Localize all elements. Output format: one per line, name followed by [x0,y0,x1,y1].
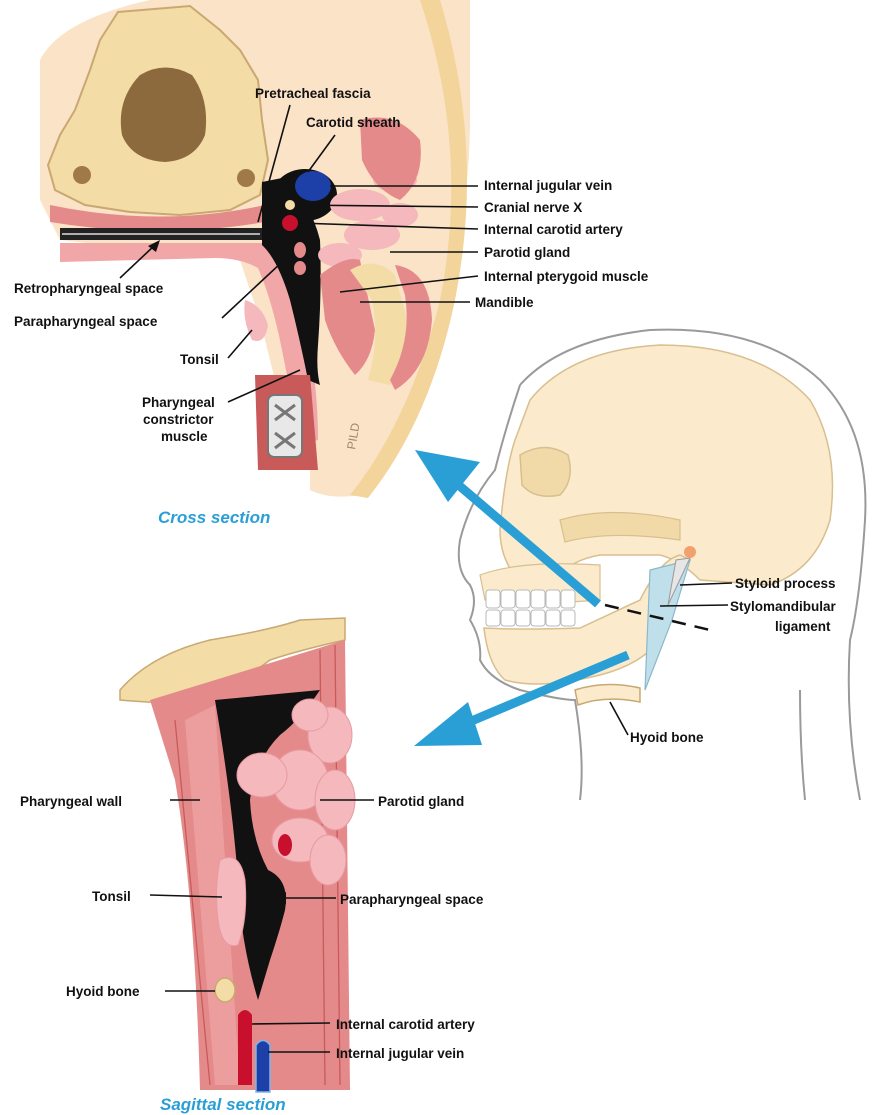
label-internal-carotid-artery-sag: Internal carotid artery [336,1017,475,1032]
hyoid-bone-sagittal [215,978,235,1002]
arrow-to-sagittal-head [414,702,482,746]
label-tonsil: Tonsil [180,352,219,367]
label-internal-pterygoid-muscle: Internal pterygoid muscle [484,269,649,284]
neck-back [800,690,805,800]
sagittal-small-artery [278,834,292,856]
label-tonsil-sag: Tonsil [92,889,131,904]
label-pharyngeal-constrictor-1: Pharyngeal [142,395,215,410]
label-parotid-gland-sag: Parotid gland [378,794,464,809]
label-internal-jugular-vein: Internal jugular vein [484,178,612,193]
small-vessel-2 [294,261,306,275]
label-pharyngeal-constrictor-3: muscle [161,429,208,444]
label-internal-carotid-artery: Internal carotid artery [484,222,623,237]
caption-sagittal-section: Sagittal section [160,1095,286,1114]
airway-cavity [268,395,302,457]
internal-jugular-vein-sagittal [256,1041,270,1093]
small-vessel-1 [294,242,306,258]
label-mandible: Mandible [475,295,534,310]
cranial-nerve-x-cross [285,200,295,210]
caption-cross-section: Cross section [158,508,270,527]
internal-jugular-vein-cross [295,171,331,201]
tonsil-sagittal [216,858,245,946]
transverse-foramen-right [237,169,255,187]
label-pharyngeal-wall: Pharyngeal wall [20,794,122,809]
hyoid-bone-skull [575,684,640,705]
label-pretracheal-fascia: Pretracheal fascia [255,86,371,101]
internal-carotid-artery-sagittal [238,1010,252,1085]
sagittal-section-illustration [120,618,355,1092]
label-hyoid-bone-sag: Hyoid bone [66,984,140,999]
teeth [486,590,575,626]
internal-carotid-artery-cross [282,215,298,231]
label-pharyngeal-constrictor-2: constrictor [143,412,214,427]
cross-section-illustration: PILD [40,0,470,498]
label-parapharyngeal-space-sag: Parapharyngeal space [340,892,484,907]
label-retropharyngeal-space: Retropharyngeal space [14,281,164,296]
label-internal-jugular-vein-sag: Internal jugular vein [336,1046,464,1061]
label-hyoid-bone-skull: Hyoid bone [630,730,704,745]
stylomandibular-ligament [645,560,690,690]
orbit [520,448,570,497]
label-styloid-process: Styloid process [735,576,836,591]
transverse-foramen-left [73,166,91,184]
label-carotid-sheath: Carotid sheath [306,115,401,130]
label-stylomandibular-1: Stylomandibular [730,599,837,614]
label-cranial-nerve-x: Cranial nerve X [484,200,582,215]
ear-point [684,546,696,558]
label-parotid-gland: Parotid gland [484,245,570,260]
label-stylomandibular-2: ligament [775,619,831,634]
label-parapharyngeal-space: Parapharyngeal space [14,314,158,329]
